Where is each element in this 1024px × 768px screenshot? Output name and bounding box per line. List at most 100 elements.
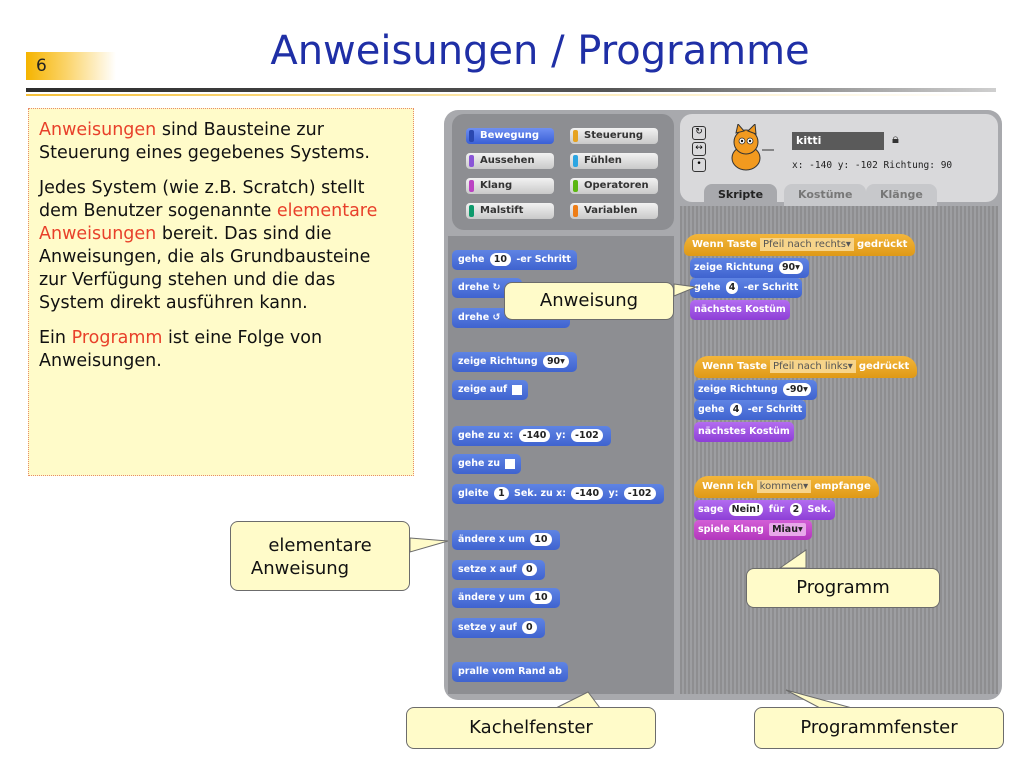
block-pralle[interactable]: pralle vom Rand ab: [452, 662, 568, 682]
block-input[interactable]: 1: [494, 487, 509, 500]
cat-sprite-icon: [731, 124, 774, 171]
category-label: Fühlen: [584, 155, 622, 166]
script-block-zeige-richtung[interactable]: zeige Richtung 90▾: [690, 258, 809, 278]
paragraph-text: Jedes System (wie z.B. Scratch) stellt d…: [39, 178, 365, 221]
script-block-gehe[interactable]: gehe 4 -er Schritt: [694, 400, 807, 420]
block-label: für: [768, 504, 785, 515]
block-gehe-zu-xy[interactable]: gehe zu x: -140 y: -102: [452, 426, 611, 446]
block-input[interactable]: 10: [530, 591, 552, 604]
no-rotate-icon[interactable]: •: [692, 158, 706, 172]
category-operatoren[interactable]: Operatoren: [570, 178, 658, 194]
block-label: Sek.: [807, 504, 831, 515]
block-input[interactable]: -140: [518, 429, 551, 442]
block-input[interactable]: 0: [522, 621, 537, 634]
rotate-style-icon[interactable]: ↻: [692, 126, 706, 140]
block-dropdown[interactable]: Pfeil nach rechts▾: [759, 238, 854, 251]
block-dropdown[interactable]: Miau▾: [769, 523, 806, 536]
callout-text: Anweisung: [250, 558, 350, 579]
category-label: Klang: [480, 180, 513, 191]
block-input[interactable]: 4: [725, 281, 739, 294]
category-aussehen[interactable]: Aussehen: [466, 153, 554, 169]
script-block-zeige-richtung[interactable]: zeige Richtung -90▾: [694, 380, 817, 400]
flip-style-icon[interactable]: ↔: [692, 142, 706, 156]
block-label: gleite: [458, 488, 489, 499]
block-label: gehe zu x:: [458, 430, 514, 441]
category-bewegung[interactable]: Bewegung: [466, 128, 554, 144]
tab-klaenge[interactable]: Klänge: [866, 184, 937, 206]
category-klang[interactable]: Klang: [466, 178, 554, 194]
block-input[interactable]: 10: [489, 253, 511, 266]
block-gehe-zu[interactable]: gehe zu: [452, 454, 522, 474]
block-label: -er Schritt: [516, 254, 571, 265]
category-malstift[interactable]: Malstift: [466, 203, 554, 219]
block-label: gehe zu: [458, 458, 501, 469]
block-input[interactable]: -140: [571, 487, 604, 500]
category-color-bar: [469, 155, 474, 167]
block-label: y:: [555, 430, 566, 441]
dropdown-icon[interactable]: [512, 384, 523, 395]
block-gleite[interactable]: gleite 1 Sek. zu x: -140 y: -102: [452, 484, 664, 504]
block-input[interactable]: 10: [530, 533, 552, 546]
block-label: Sek. zu x:: [514, 488, 567, 499]
block-zeige-richtung[interactable]: zeige Richtung 90▾: [452, 352, 577, 372]
block-gehe[interactable]: gehe 10 -er Schritt: [452, 250, 577, 270]
block-setze-x[interactable]: setze x auf 0: [452, 560, 545, 580]
block-input[interactable]: 90▾: [542, 355, 569, 368]
block-setze-y[interactable]: setze y auf 0: [452, 618, 545, 638]
block-aendere-x[interactable]: ändere x um 10: [452, 530, 560, 550]
block-input[interactable]: 4: [729, 403, 743, 416]
block-input[interactable]: -102: [623, 487, 656, 500]
sprite-name-field[interactable]: kitti: [792, 132, 884, 150]
category-steuerung[interactable]: Steuerung: [570, 128, 658, 144]
category-color-bar: [469, 180, 474, 192]
tab-skripte[interactable]: Skripte: [704, 184, 778, 206]
block-input[interactable]: 90▾: [778, 261, 803, 274]
script-block-sage[interactable]: sage Nein! für 2 Sek.: [694, 500, 835, 520]
paragraph-elementare: Jedes System (wie z.B. Scratch) stellt d…: [39, 177, 403, 315]
block-zeige-auf[interactable]: zeige auf: [452, 380, 529, 400]
category-label: Steuerung: [584, 130, 643, 141]
block-label: zeige auf: [458, 384, 508, 395]
block-input[interactable]: Nein!: [728, 503, 764, 516]
script-block-gehe[interactable]: gehe 4 -er Schritt: [690, 278, 803, 298]
block-input[interactable]: 2: [789, 503, 803, 516]
block-label: setze y auf: [458, 622, 517, 633]
title-rule-accent: [26, 94, 996, 96]
block-label: drehe: [458, 312, 490, 323]
category-label: Variablen: [584, 205, 638, 216]
block-label: -er Schritt: [747, 404, 803, 415]
script-block-spiele-klang[interactable]: spiele Klang Miau▾: [694, 520, 812, 540]
tab-kostueme[interactable]: Kostüme: [784, 184, 867, 206]
script-block-naechstes-kostuem[interactable]: nächstes Kostüm: [694, 422, 794, 442]
block-label: pralle vom Rand ab: [458, 666, 562, 677]
term-elementare-anweisungen: elementare Anweisungen: [39, 201, 378, 244]
block-dropdown[interactable]: Pfeil nach links▾: [769, 360, 856, 373]
category-color-bar: [469, 205, 474, 217]
block-label: gehe: [694, 282, 721, 293]
lock-icon[interactable]: 🔒︎: [892, 132, 899, 147]
title-rule: [26, 88, 996, 92]
block-label: nächstes Kostüm: [698, 426, 790, 437]
block-dropdown[interactable]: kommen▾: [756, 480, 812, 493]
category-color-bar: [573, 205, 578, 217]
block-input[interactable]: 0: [521, 563, 537, 576]
paragraph-programm: Ein Programm ist eine Folge von Anweisun…: [39, 327, 403, 373]
script-block-naechstes-kostuem[interactable]: nächstes Kostüm: [690, 300, 790, 320]
dropdown-icon[interactable]: [505, 458, 516, 469]
block-input[interactable]: -102: [571, 429, 603, 442]
callout-text: elementare: [268, 535, 372, 556]
paragraph-anweisungen: Anweisungen sind Bausteine zur Steuerung…: [39, 119, 403, 165]
term-programm: Programm: [71, 328, 163, 348]
block-aendere-y[interactable]: ändere y um 10: [452, 588, 560, 608]
category-fuehlen[interactable]: Fühlen: [570, 153, 658, 169]
slide-title: Anweisungen / Programme: [270, 28, 810, 74]
category-variablen[interactable]: Variablen: [570, 203, 658, 219]
block-input[interactable]: -90▾: [782, 383, 811, 396]
rotate-left-icon: ↺: [492, 312, 501, 323]
pointer-elementare: [409, 537, 449, 553]
